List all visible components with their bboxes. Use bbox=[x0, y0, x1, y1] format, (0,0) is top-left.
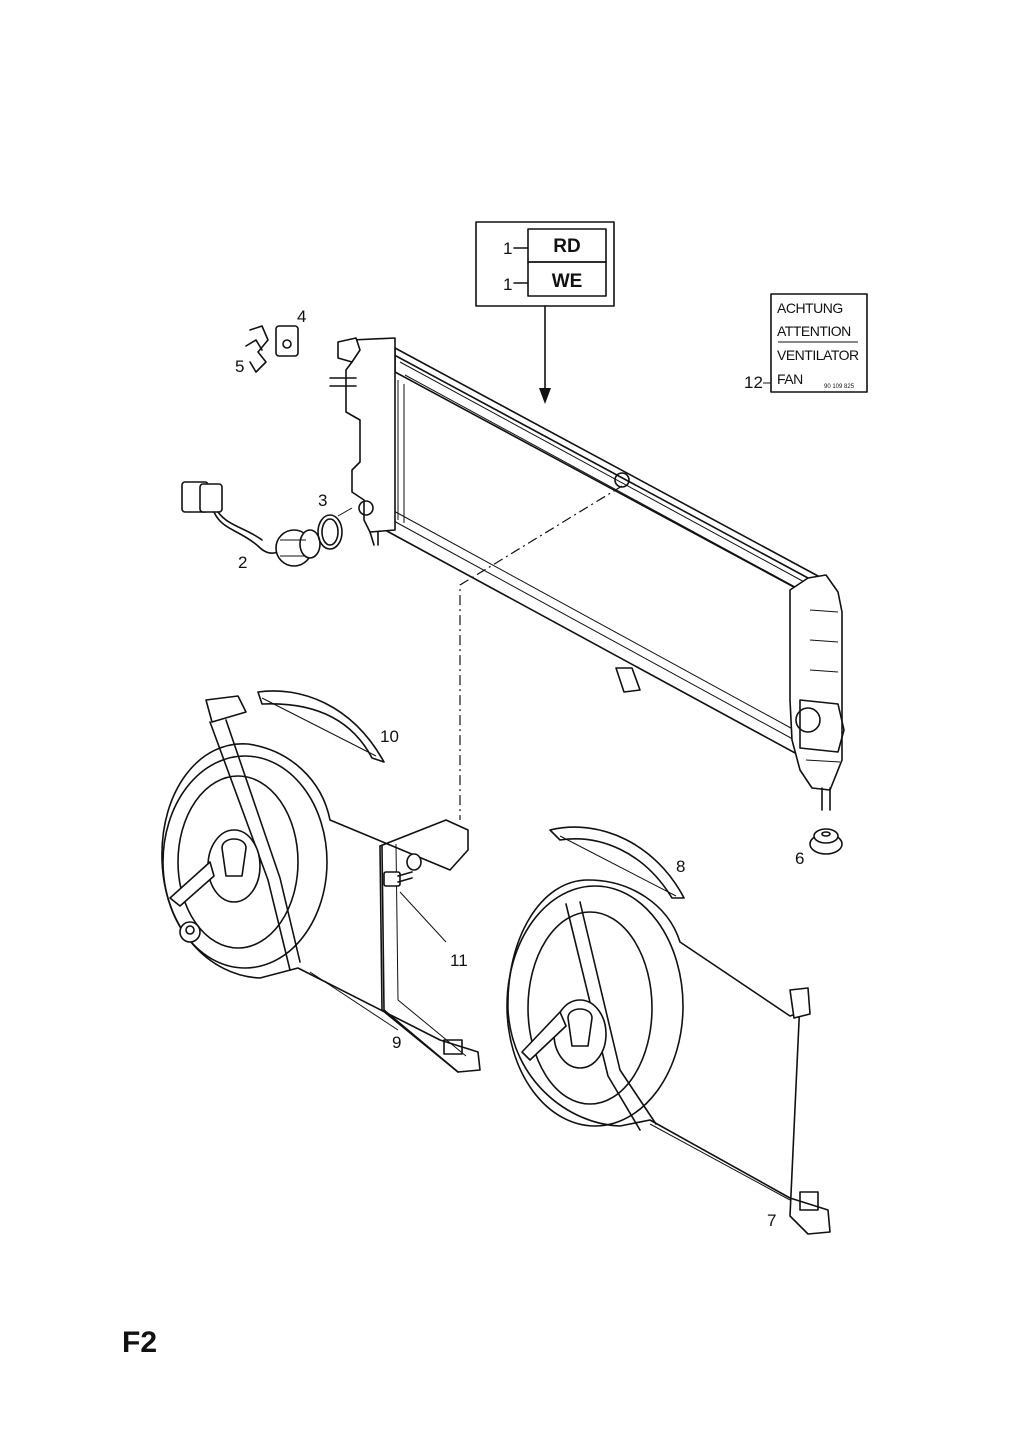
color-code-part-number: 1 bbox=[503, 239, 512, 258]
callout-10: 10 bbox=[380, 727, 399, 746]
bolt-and-nut: 11 bbox=[179, 853, 468, 970]
color-code-we: WE bbox=[552, 271, 583, 292]
warning-line-2: ATTENTION bbox=[777, 323, 851, 339]
alignment-line bbox=[459, 485, 623, 820]
color-code-box: 1 RD 1 WE bbox=[475, 221, 615, 404]
deflector-left: 10 bbox=[257, 690, 399, 763]
callout-8: 8 bbox=[676, 857, 685, 876]
warning-line-1: ACHTUNG bbox=[777, 300, 843, 316]
callout-3: 3 bbox=[318, 491, 327, 510]
warning-part-number: 90 109 825 bbox=[824, 384, 855, 390]
fan-shroud-left: 9 bbox=[161, 695, 481, 1073]
callout-12: 12 bbox=[744, 373, 763, 392]
callout-11: 11 bbox=[450, 951, 468, 970]
radiator bbox=[329, 337, 845, 811]
clip-parts: 4 5 bbox=[235, 307, 306, 376]
callout-5: 5 bbox=[235, 357, 244, 376]
color-code-rd: RD bbox=[553, 236, 580, 257]
warning-line-3: VENTILATOR bbox=[777, 347, 859, 363]
warning-line-4: FAN bbox=[777, 371, 803, 387]
deflector-right: 8 bbox=[549, 826, 685, 899]
color-code-part-number: 1 bbox=[503, 275, 512, 294]
warning-label: ACHTUNG ATTENTION VENTILATOR FAN 90 109 … bbox=[744, 293, 868, 393]
callout-7: 7 bbox=[767, 1211, 776, 1230]
callout-9: 9 bbox=[392, 1033, 401, 1052]
page-code: F2 bbox=[122, 1326, 157, 1359]
fan-shroud-right: 7 bbox=[506, 879, 831, 1235]
callout-4: 4 bbox=[297, 307, 306, 326]
seal-ring: 3 bbox=[317, 491, 353, 550]
callout-2: 2 bbox=[238, 553, 247, 572]
callout-6: 6 bbox=[795, 849, 804, 868]
rubber-mount: 6 bbox=[795, 828, 843, 868]
temperature-switch: 2 bbox=[181, 481, 321, 572]
